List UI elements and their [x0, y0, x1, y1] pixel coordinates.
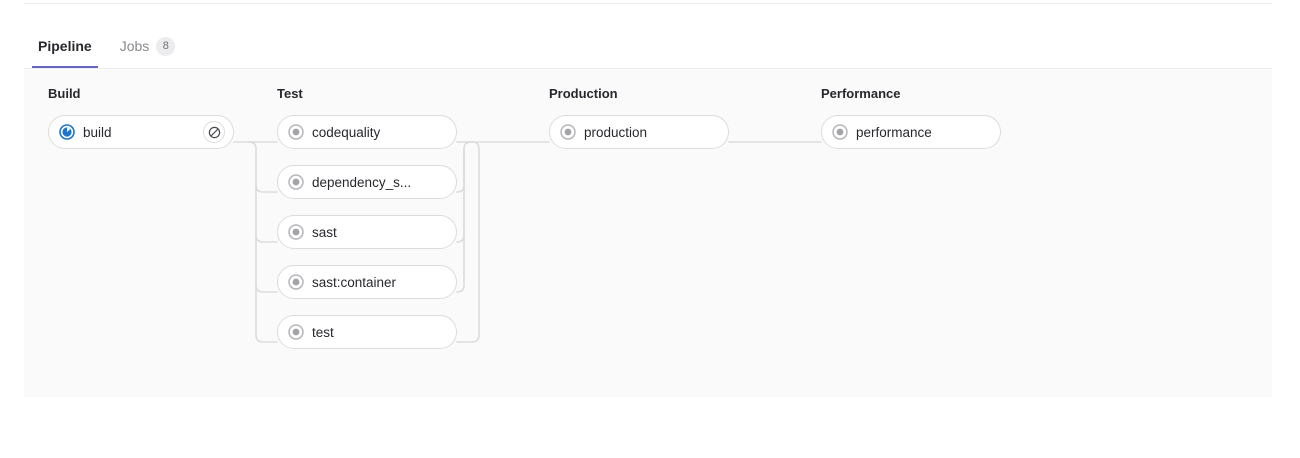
job-name-label: codequality	[312, 124, 381, 140]
job-node[interactable]: test	[277, 315, 457, 349]
status-created-icon	[288, 174, 304, 190]
status-created-icon	[560, 124, 576, 140]
stage-title: Performance	[821, 86, 901, 101]
stage-job-list: codequality dependency_s... sast sast:co…	[277, 115, 457, 349]
pipeline-tab-bar: Pipeline Jobs 8	[24, 24, 1272, 69]
tab-jobs-count-badge: 8	[156, 36, 176, 56]
job-node[interactable]: production	[549, 115, 729, 149]
tab-pipeline-label: Pipeline	[38, 38, 92, 54]
top-divider	[24, 3, 1272, 4]
cancel-icon[interactable]	[203, 121, 225, 143]
status-created-icon	[288, 324, 304, 340]
status-created-icon	[288, 274, 304, 290]
stage-title: Test	[277, 86, 303, 101]
tab-jobs-label: Jobs	[119, 38, 150, 54]
status-created-icon	[288, 124, 304, 140]
stage-job-list: production	[549, 115, 729, 149]
stage-job-list: build	[48, 115, 234, 149]
job-node[interactable]: performance	[821, 115, 1001, 149]
job-node[interactable]: sast:container	[277, 265, 457, 299]
pipeline-stage-build: Build build	[48, 86, 234, 149]
status-running-icon	[59, 124, 75, 140]
job-name-label: performance	[856, 124, 932, 140]
job-node[interactable]: build	[48, 115, 234, 149]
job-name-label: test	[312, 324, 334, 340]
stage-title: Production	[549, 86, 618, 101]
job-node[interactable]: sast	[277, 215, 457, 249]
job-name-label: build	[83, 124, 112, 140]
pipeline-stage-test: Test codequality dependency_s... sast sa…	[277, 86, 457, 349]
pipeline-stage-performance: Performance performance	[821, 86, 1001, 149]
job-node[interactable]: codequality	[277, 115, 457, 149]
stage-title: Build	[48, 86, 81, 101]
pipeline-stage-production: Production production	[549, 86, 729, 149]
status-created-icon	[832, 124, 848, 140]
job-name-label: sast:container	[312, 274, 397, 290]
status-created-icon	[288, 224, 304, 240]
job-name-label: production	[584, 124, 648, 140]
tab-pipeline[interactable]: Pipeline	[24, 24, 106, 68]
job-node[interactable]: dependency_s...	[277, 165, 457, 199]
stage-job-list: performance	[821, 115, 1001, 149]
job-name-label: dependency_s...	[312, 174, 412, 190]
pipeline-graph-panel: Build build Test codequality dependency_…	[24, 70, 1272, 397]
tab-jobs[interactable]: Jobs 8	[106, 24, 190, 68]
job-name-label: sast	[312, 224, 337, 240]
